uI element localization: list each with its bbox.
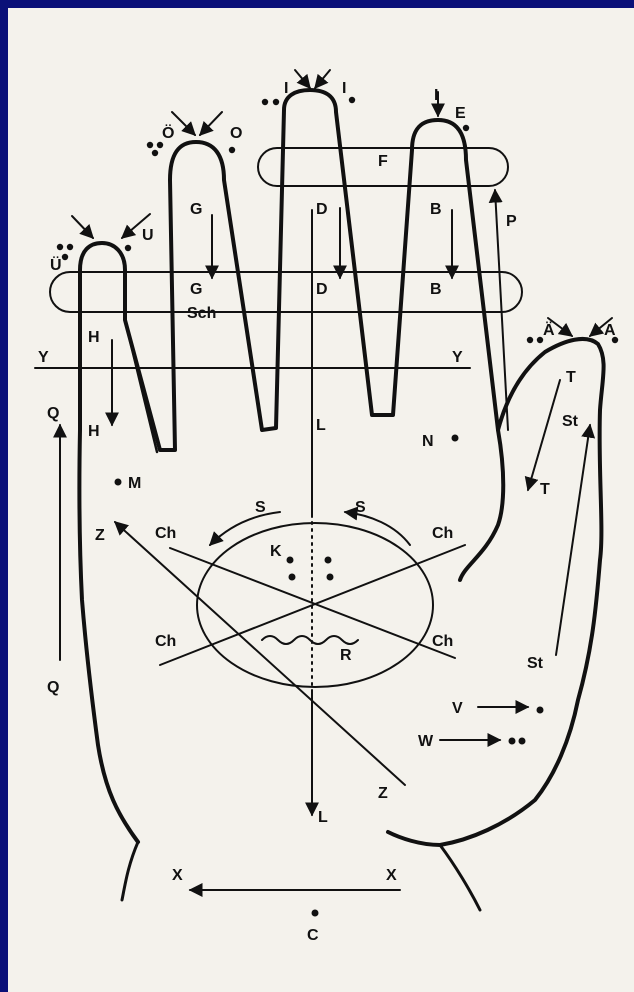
label-O: O [230,125,242,142]
label-G-bottom: G [190,281,202,298]
label-L-bottom: L [318,809,328,826]
label-U: U [142,227,154,244]
tick-O-umlaut [172,112,195,135]
label-D-top: D [316,201,328,218]
label-Ch-top-left: Ch [155,525,176,542]
label-I-right2: I [434,87,438,104]
labels: Ü U Ö O I I I E F G G D D B B P Sch Y Y … [38,80,616,944]
label-H-top: H [88,329,100,346]
tick-U-umlaut [72,216,93,238]
dot-I-right [349,97,355,103]
dot-U-umlaut-1 [57,244,63,250]
label-N: N [422,433,434,450]
label-B-bottom: B [430,281,442,298]
dot-V [537,707,544,714]
label-St-bottom: St [527,655,544,672]
ring-finger-right-edge [224,180,262,430]
label-G-top: G [190,201,202,218]
label-W: W [418,733,434,750]
dot-K-3 [325,557,332,564]
label-S-left: S [255,499,266,516]
dot-K-2 [289,574,296,581]
label-P: P [506,213,517,230]
label-D-bottom: D [316,281,328,298]
dot-U [125,245,131,251]
label-T-bottom: T [540,481,550,498]
hand-contour [79,90,603,845]
label-Z-top: Z [95,527,105,544]
label-I-right: I [342,80,346,97]
label-H-bottom: H [88,423,100,440]
label-U-umlaut: Ü [50,255,62,274]
points [57,97,618,917]
tick-O [200,112,222,135]
arrows [35,70,612,890]
dot-K-1 [287,557,294,564]
label-T-top: T [566,369,576,386]
wrist-left [122,842,138,900]
label-A: A [604,322,616,339]
dot-W-2 [519,738,526,745]
arrow-Z [115,522,405,785]
dot-W-1 [509,738,516,745]
label-X-right: X [386,867,397,884]
label-A-umlaut: Ä [543,321,555,339]
wrist-right [440,845,480,910]
label-R: R [340,647,352,664]
label-B-top: B [430,201,442,218]
dot-U-umlaut-2 [67,244,73,250]
dot-I-left-1 [262,99,268,105]
label-M: M [128,475,141,492]
label-V: V [452,700,463,717]
dot-O [229,147,235,153]
dot-U-umlaut-3 [62,254,68,260]
label-Q-top: Q [47,405,59,422]
label-Ch-bottom-left: Ch [155,633,176,650]
dot-C [312,910,319,917]
label-E: E [455,105,466,122]
label-St-top: St [562,413,579,430]
label-O-umlaut: Ö [162,123,174,142]
label-Y-left: Y [38,349,49,366]
tick-I-left [295,70,310,88]
arrow-St [556,425,590,655]
dot-O-umlaut-1 [147,142,153,148]
dot-M [115,479,122,486]
label-S-right: S [355,499,366,516]
tick-I-right [315,70,330,88]
middle-finger-right-edge [336,112,372,415]
label-X-left: X [172,867,183,884]
label-Q-bottom: Q [47,679,59,696]
thumb-inner-edge [460,430,503,580]
dot-I-left-2 [273,99,279,105]
label-Ch-bottom-right: Ch [432,633,453,650]
label-Y-right: Y [452,349,463,366]
dot-E [463,125,469,131]
dot-O-umlaut-2 [157,142,163,148]
label-I-left: I [284,80,288,97]
label-Z-bottom: Z [378,785,388,802]
label-C: C [307,927,319,944]
little-finger-right-edge [125,320,157,452]
dot-A-umlaut-1 [527,337,533,343]
label-Ch-top-right: Ch [432,525,453,542]
label-Sch: Sch [187,305,216,322]
dot-K-4 [327,574,334,581]
dot-N [452,435,459,442]
label-L-top: L [316,417,326,434]
wave-R [262,636,358,644]
label-K: K [270,543,282,560]
arrow-T [528,380,560,490]
hand-outline [79,90,603,910]
dot-O-umlaut-3 [152,150,158,156]
label-F: F [378,153,388,170]
